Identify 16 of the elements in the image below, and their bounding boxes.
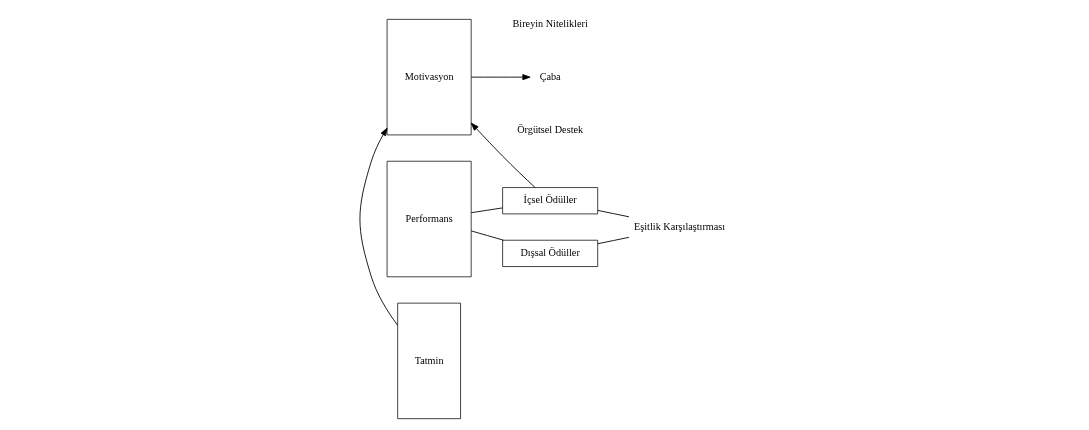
- node-box: Tatmin: [396, 302, 461, 420]
- node-box: İçsel Ödüller: [501, 187, 598, 215]
- node-text: Çaba: [539, 70, 561, 82]
- connector: [470, 207, 503, 214]
- connector: [596, 209, 629, 218]
- arrow: [359, 127, 398, 326]
- node-box: Dışsal Ödüller: [501, 239, 598, 267]
- node-box: Performans: [386, 160, 472, 278]
- label: Örgütsel Destek: [516, 123, 583, 135]
- node-box: Motivasyon: [386, 19, 472, 136]
- arrow: [470, 122, 535, 188]
- node-text: Eşitlik Karşılaştırması: [633, 220, 725, 232]
- arrow: [470, 74, 531, 81]
- label: Bireyin Nitelikleri: [512, 18, 588, 30]
- connector: [470, 230, 504, 241]
- connector: [596, 236, 629, 245]
